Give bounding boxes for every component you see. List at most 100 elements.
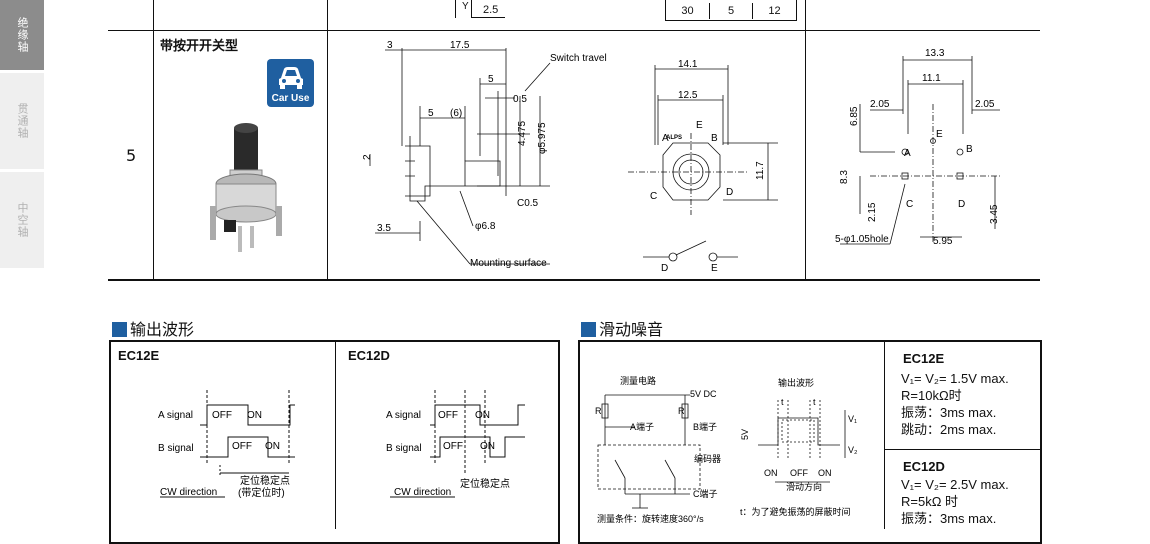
- pcb-pin-b: B: [966, 144, 973, 155]
- terminal-c: C端子: [693, 488, 718, 499]
- pin-e: E: [696, 120, 703, 131]
- a-signal-label: A signal: [386, 410, 421, 421]
- detent-label: 定位稳定点: [460, 477, 510, 490]
- badge-label: Car Use: [271, 93, 310, 104]
- v1-label: V₁: [848, 414, 857, 424]
- spec-ec12e: V₁= V₂= 1.5V max. R=10kΩ时 振荡：3ms max. 跳动…: [901, 370, 1009, 438]
- v2-label: V₂: [848, 445, 858, 455]
- dim-c0-5: C0.5: [517, 198, 539, 209]
- a-off: OFF: [212, 410, 232, 421]
- alps-logo: ALPS: [666, 135, 682, 141]
- sliding-noise-heading: 滑动噪音: [581, 316, 663, 340]
- noise-waveform: 输出波形 t t 5V V₁ V₂ ON OFF ON 滑动方向 t：为了避免振…: [740, 377, 858, 517]
- prev-row-table: 30 5 12: [665, 0, 797, 21]
- heading-text: 输出波形: [130, 320, 195, 339]
- t-label-left: t: [781, 397, 784, 407]
- spec-divider: [885, 449, 1040, 450]
- spec-line: V₁= V₂= 2.5V max.: [901, 477, 1009, 492]
- spec-line: 振荡：3ms max.: [901, 405, 997, 420]
- b-signal-label: B signal: [158, 443, 194, 454]
- slide-direction-label: 滑动方向: [786, 481, 822, 492]
- table-column-line: [153, 0, 154, 280]
- switch-pin-d: D: [661, 263, 668, 274]
- b-on: ON: [265, 441, 280, 452]
- state-on-left: ON: [764, 468, 778, 478]
- table-column-line: [327, 0, 328, 280]
- detent-note: (带定位时): [238, 486, 285, 499]
- sidebar-tab-label: 贯通轴: [16, 103, 29, 139]
- detent-label: 定位稳定点: [240, 474, 290, 487]
- table-cell: 5: [710, 3, 753, 19]
- state-on-right: ON: [818, 468, 832, 478]
- hole-label: 5-φ1.05hole: [835, 234, 889, 245]
- output-waveform-heading: 输出波形: [112, 316, 194, 340]
- dim-11-1: 11.1: [922, 73, 941, 84]
- sidebar-tab-label: 绝缘轴: [16, 17, 29, 53]
- dim-8-3: 8.3: [839, 170, 850, 184]
- ec12e-waveform: A signal B signal OFF ON OFF ON 定位稳定点 (带…: [158, 390, 295, 499]
- dim-11-7: 11.7: [755, 161, 766, 180]
- condition-label: 测量条件：旋转速度360°/s: [597, 513, 704, 524]
- circuit-title: 测量电路: [620, 375, 656, 386]
- sidebar-tab-label: 中空轴: [16, 202, 29, 238]
- dim-2: 2: [362, 154, 373, 160]
- a-on: ON: [247, 410, 262, 421]
- sidebar-tab-hollow-shaft[interactable]: 中空轴: [0, 172, 44, 268]
- cw-direction-label: CW direction: [394, 487, 451, 498]
- pcb-pin-c: C: [906, 199, 913, 210]
- sidebar-tab-insulated-shaft[interactable]: 绝缘轴: [0, 0, 44, 70]
- heading-marker: [581, 322, 596, 337]
- a-off: OFF: [438, 410, 458, 421]
- resistor-label-left: R: [595, 406, 602, 416]
- spec-ec12d: V₁= V₂= 2.5V max. R=5kΩ 时 振荡：3ms max.: [901, 476, 1009, 527]
- heading-marker: [112, 322, 127, 337]
- ec12d-waveform: A signal B signal OFF ON OFF ON 定位稳定点 CW…: [386, 390, 525, 498]
- dim-0-5: 0.5: [513, 94, 527, 105]
- b-on: ON: [480, 441, 495, 452]
- dim-6-85: 6.85: [849, 106, 860, 126]
- b-off: OFF: [232, 441, 252, 452]
- table-divider: [108, 30, 1040, 31]
- dim-5b: 5: [428, 108, 434, 119]
- dim-3-45: 3.45: [989, 204, 1000, 224]
- dim-12-5: 12.5: [678, 90, 698, 101]
- row-number: 5: [126, 146, 137, 165]
- b-signal-label: B signal: [386, 443, 422, 454]
- spec-line: 跳动：2ms max.: [901, 422, 997, 437]
- dim-2-05-right: 2.05: [975, 99, 995, 110]
- cw-direction-label: CW direction: [160, 487, 217, 498]
- panel-divider: [884, 342, 885, 529]
- panel-divider: [335, 342, 336, 529]
- encoder-label: 编码器: [694, 453, 721, 464]
- spec-ec12e-title: EC12E: [903, 351, 945, 366]
- pcb-layout-drawing: 13.3 11.1 2.05 2.05 6.85 8.3 2.15 3.45 5…: [835, 48, 1000, 247]
- terminal-a: A端子: [630, 421, 654, 432]
- product-photo: [210, 123, 282, 252]
- dim-5: 5: [488, 74, 494, 85]
- voltage-label: 5V: [740, 429, 750, 440]
- measurement-circuit: 测量电路 5V DC R R A端子 B端子 编码器 C端子 测量条件：旋转速度…: [595, 375, 721, 524]
- dim-13-3: 13.3: [925, 48, 945, 59]
- terminal-b: B端子: [693, 421, 717, 432]
- table-cell: 12: [768, 5, 781, 17]
- table-cell: 30: [666, 3, 710, 19]
- prev-row-dimension: Y 2.5: [455, 0, 505, 18]
- state-off: OFF: [790, 468, 808, 478]
- spec-line: V₁= V₂= 1.5V max.: [901, 371, 1009, 386]
- pcb-pin-e: E: [936, 129, 943, 140]
- t-label-right: t: [813, 397, 816, 407]
- t-note: t：为了避免振荡的屏蔽时间: [740, 506, 851, 517]
- car-use-badge: Car Use: [267, 59, 314, 107]
- ec12e-title: EC12E: [118, 348, 160, 363]
- dim-3: 3: [387, 40, 393, 51]
- vdc-label: 5V DC: [690, 389, 717, 399]
- heading-text: 滑动噪音: [599, 320, 664, 339]
- pin-a: A: [662, 133, 669, 144]
- pin-c: C: [650, 191, 657, 202]
- a-on: ON: [475, 410, 490, 421]
- spec-line: R=10kΩ时: [901, 388, 962, 403]
- dim-17-5: 17.5: [450, 40, 470, 51]
- dim-2-15: 2.15: [867, 202, 878, 222]
- a-signal-label: A signal: [158, 410, 193, 421]
- sidebar-tab-through-shaft[interactable]: 贯通轴: [0, 73, 44, 169]
